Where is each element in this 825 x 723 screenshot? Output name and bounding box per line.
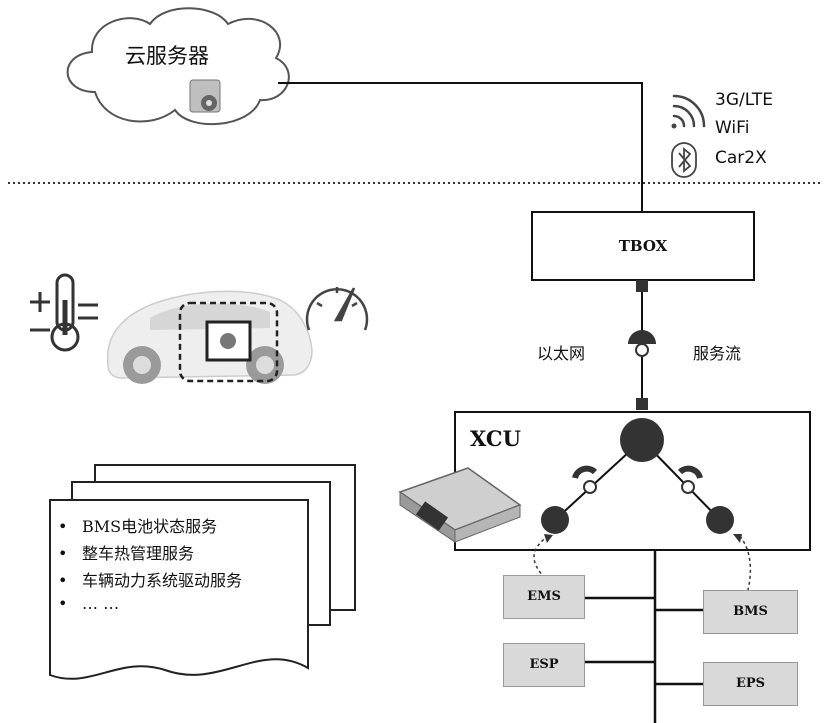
bullet: • [58,517,68,536]
service-item-label: … … [82,594,120,613]
ecu-esp: ESP [503,643,585,687]
ecu-bms: BMS [703,590,798,634]
service-flow-label: 服务流 [693,344,742,363]
cloud-uplink [278,82,643,212]
service-item: • 车辆动力系统驱动服务 [58,567,242,591]
service-item-label: 车辆动力系统驱动服务 [82,571,243,590]
service-flow-arrows [533,535,752,591]
network-item-wifi: WiFi [715,118,750,138]
network-item-car2x: Car2X [715,148,767,168]
bullet: • [58,594,68,613]
xcu-label: XCU [470,426,521,451]
ecu-ems: EMS [503,575,585,619]
ethernet-link [628,280,656,410]
service-item: • BMS电池状态服务 [58,513,217,537]
bullet: • [58,571,68,590]
ecu-eps: EPS [703,662,798,706]
ethernet-label: 以太网 [537,344,586,363]
network-item-3g-lte: 3G/LTE [715,90,773,110]
cloud-server-label: 云服务器 [125,44,209,68]
arrowhead-right [733,534,742,543]
service-item-label: BMS电池状态服务 [82,517,218,536]
tbox-label: TBOX [618,237,668,255]
service-item-label: 整车热管理服务 [82,544,195,563]
vehicle-bus [583,550,703,723]
speedometer-icon [305,287,369,331]
tbox-box [531,211,755,281]
service-item: • … … [58,594,119,613]
server-icon [189,79,221,113]
thermometer-icon [30,273,98,352]
ecu-module-icon [398,467,522,543]
arrowhead-left [544,534,553,543]
bullet: • [58,544,68,563]
service-topology [541,418,734,534]
car-illustration [106,290,313,384]
bluetooth-icon [671,142,697,178]
cloud-shape [66,7,290,126]
service-documents [49,464,356,680]
service-item: • 整车热管理服务 [58,540,194,564]
wireless-signal-icon [671,94,706,129]
